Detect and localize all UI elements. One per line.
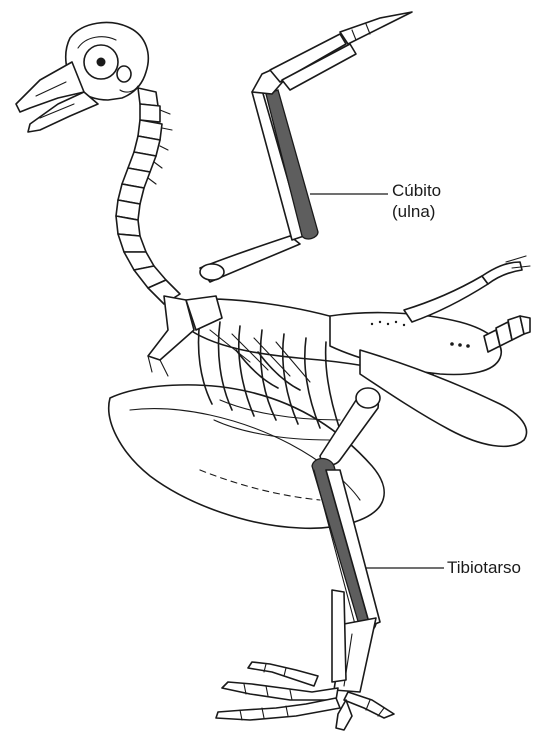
wing-hand [252, 12, 412, 94]
eye-icon [97, 58, 106, 67]
forearm [252, 90, 318, 240]
ulna-label-line1: Cúbito [392, 180, 441, 201]
ulna-label-line2: (ulna) [392, 201, 441, 222]
humerus [200, 236, 300, 282]
far-leg [332, 590, 346, 682]
tibiotarsus-label: Tibiotarso [447, 557, 521, 578]
ulna-label: Cúbito (ulna) [392, 180, 441, 222]
far-wing [404, 256, 530, 322]
neck-vertebrae [116, 88, 180, 304]
feet [216, 662, 394, 730]
tail-vertebrae [484, 316, 530, 352]
skull [16, 23, 148, 132]
